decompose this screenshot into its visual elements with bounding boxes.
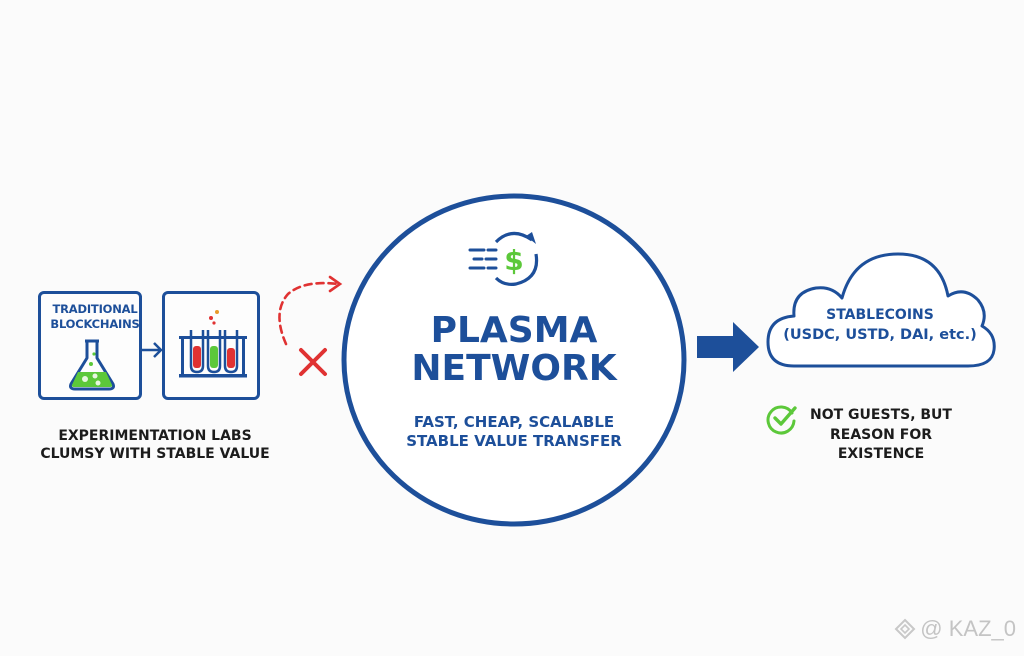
plasma-network-circle [341, 193, 687, 527]
dashed-arrow-icon [278, 275, 343, 346]
svg-text:$: $ [504, 244, 523, 277]
x-icon [299, 348, 327, 376]
title-line2: NETWORK [411, 348, 617, 389]
traditional-blockchains-box: TRADITIONAL BLOCKCHAINS [38, 291, 142, 400]
caption-line1: EXPERIMENTATION LABS [58, 428, 252, 444]
subtitle-line1: FAST, CHEAP, SCALABLE [413, 413, 615, 431]
experimentation-lab-box [162, 291, 260, 400]
plasma-network-subtitle: FAST, CHEAP, SCALABLE STABLE VALUE TRANS… [344, 413, 684, 451]
logo-icon [894, 618, 916, 640]
cloud-line2: (USDC, USTD, DAI, etc.) [783, 327, 977, 343]
box-label-line1: TRADITIONAL [52, 302, 138, 316]
title-line1: PLASMA [430, 310, 598, 351]
flask-icon [69, 339, 115, 391]
watermark-text: @ KAZ_0 [920, 616, 1016, 641]
test-tubes-icon [179, 310, 247, 378]
stablecoins-cloud [766, 252, 996, 368]
note-line3: EXISTENCE [837, 446, 925, 462]
subtitle-line2: STABLE VALUE TRANSFER [406, 432, 622, 450]
stablecoins-note: NOT GUESTS, BUT REASON FOR EXISTENCE [796, 406, 966, 465]
cloud-line1: STABLECOINS [826, 307, 934, 323]
right-arrow-icon [697, 322, 759, 372]
stablecoins-label: STABLECOINS (USDC, USTD, DAI, etc.) [764, 305, 996, 345]
note-line2: REASON FOR [830, 426, 932, 443]
left-caption: EXPERIMENTATION LABS CLUMSY WITH STABLE … [30, 427, 280, 463]
plasma-network-title: PLASMA NETWORK [344, 312, 684, 388]
box-label-line2: BLOCKCHAINS [50, 317, 140, 331]
box-connector-arrow-icon [141, 342, 163, 358]
caption-line2: CLUMSY WITH STABLE VALUE [40, 446, 270, 462]
dollar-transfer-icon: $ [468, 231, 539, 286]
traditional-blockchains-label: TRADITIONAL BLOCKCHAINS [47, 302, 143, 332]
watermark: @ KAZ_0 [894, 616, 1016, 642]
note-line1: NOT GUESTS, BUT [810, 407, 952, 423]
check-circle-icon [766, 405, 797, 435]
